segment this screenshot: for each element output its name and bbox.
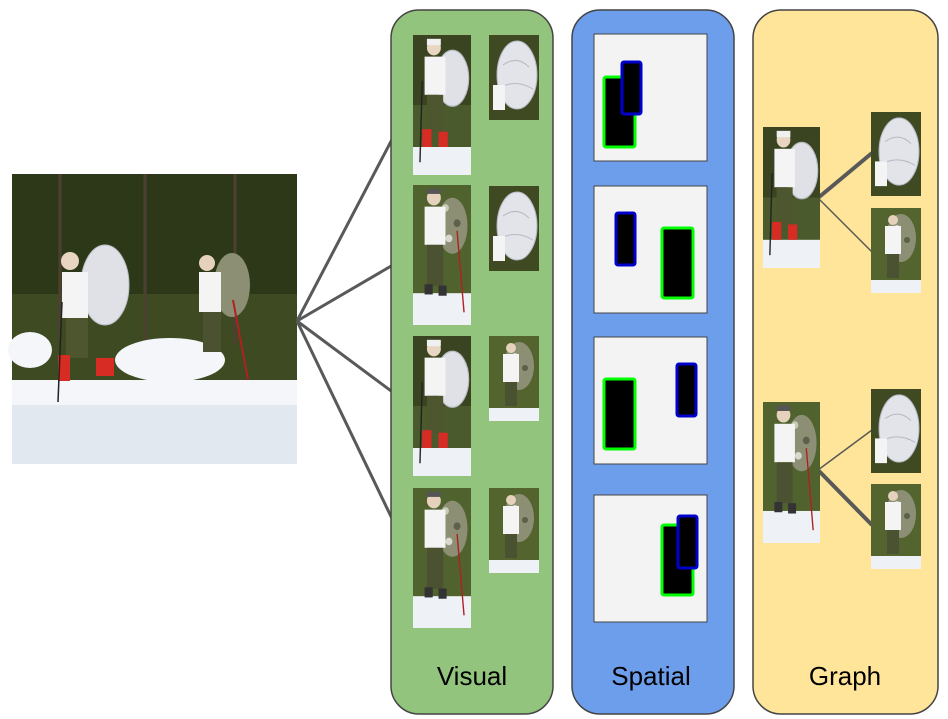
visual-row-4-subject-crop <box>413 488 471 628</box>
graph-panel: Graph <box>753 10 938 714</box>
visual-row-3-subject-crop <box>413 336 471 476</box>
spatial-layout-2 <box>594 186 707 313</box>
spatial-panel: Spatial <box>572 10 734 714</box>
visual-row-2-subject-crop <box>413 185 471 325</box>
visual-row-1-subject-crop <box>413 35 471 175</box>
spatial-panel-label: Spatial <box>611 661 691 691</box>
graph-1-node-object-b <box>871 208 921 293</box>
spatial-layout-4 <box>594 495 707 622</box>
visual-panel: Visual <box>391 10 553 714</box>
object-box <box>677 364 696 416</box>
graph-2-node-object-a <box>871 389 921 473</box>
graph-1-node-object-a <box>871 112 921 196</box>
graph-panel-label: Graph <box>809 661 881 691</box>
input-photo <box>8 174 297 464</box>
object-box <box>616 213 635 265</box>
graph-2-node-object-b <box>871 484 921 569</box>
object-box <box>622 62 641 114</box>
visual-row-2-object-crop <box>489 186 539 271</box>
graph-1-node-subject <box>763 127 820 268</box>
spatial-layout-3 <box>594 337 707 464</box>
visual-row-4-object-crop <box>489 488 539 573</box>
graph-2-node-subject <box>763 402 820 543</box>
object-box <box>678 516 697 568</box>
subject-box <box>604 379 635 449</box>
visual-row-3-object-crop <box>489 336 539 421</box>
subject-box <box>662 228 693 298</box>
spatial-layout-1 <box>594 34 707 161</box>
visual-panel-label: Visual <box>437 661 507 691</box>
visual-row-1-object-crop <box>489 35 539 120</box>
